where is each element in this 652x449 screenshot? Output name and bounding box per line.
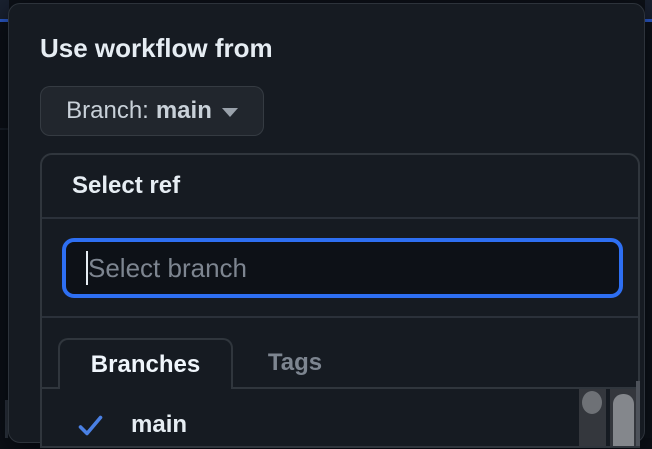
ref-selector-panel: Select ref Branches Tags main [40,153,640,448]
backdrop-bar-left [5,400,8,438]
branch-list: main [42,381,640,449]
branch-item-label: main [131,411,188,438]
chevron-down-icon [221,108,238,117]
ref-tabs-row: Branches Tags [42,318,638,389]
inner-scrollbar-thumb[interactable] [582,391,602,414]
panel-scrollbar-edge [636,381,640,446]
ref-search-section [42,219,638,318]
backdrop-blue-line-left [0,19,9,22]
backdrop-element-left [0,0,9,19]
tab-branches[interactable]: Branches [58,338,233,389]
branch-selector-button[interactable]: Branch: main [40,86,264,136]
inner-scrollbar-track[interactable] [579,389,606,446]
branch-button-prefix: Branch: [66,97,149,124]
branch-search-input[interactable] [62,238,623,298]
ref-selector-header: Select ref [42,155,638,219]
use-workflow-from-heading: Use workflow from [40,33,273,63]
backdrop-divider-left [0,128,9,130]
outer-scrollbar-thumb[interactable] [613,394,634,446]
select-ref-title: Select ref [72,172,181,199]
outer-scrollbar-track[interactable] [610,389,637,446]
tab-tags[interactable]: Tags [267,348,323,376]
check-icon [78,415,103,435]
backdrop-blue-line-right [645,19,652,22]
backdrop-strip-right [645,22,652,438]
run-workflow-dropdown: Use workflow from Branch: main Select re… [8,3,645,448]
branch-button-name: main [155,97,212,124]
branch-item-main[interactable]: main [42,401,574,449]
text-cursor [86,251,88,285]
backdrop-element-right [645,0,652,19]
